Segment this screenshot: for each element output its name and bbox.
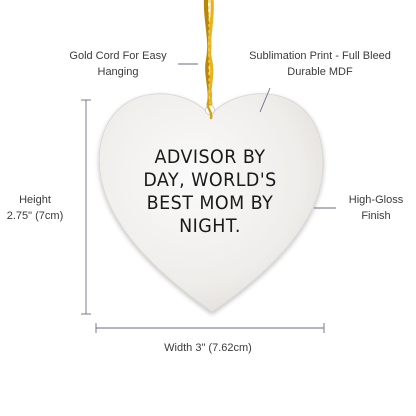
width-annotation: Width 3" (7.62cm): [118, 340, 298, 356]
message-line: DAY, WORLD'S: [143, 169, 277, 191]
heart-ornament: [98, 93, 324, 313]
gold-cord: [203, 0, 214, 107]
annotation-line: Hanging: [97, 66, 139, 78]
height-annotation: Height 2.75" (7cm): [0, 192, 70, 224]
message-line: ADVISOR BY: [154, 146, 266, 168]
annotation-line: Durable MDF: [287, 66, 353, 78]
annotation-line: Height: [19, 194, 51, 206]
annotation-line: Gold Cord For Easy: [69, 50, 167, 62]
annotation-line: Width 3" (7.62cm): [164, 342, 252, 354]
ornament-message: ADVISOR BY DAY, WORLD'S BEST MOM BY NIGH…: [125, 146, 294, 238]
cord-annotation: Gold Cord For Easy Hanging: [58, 48, 178, 80]
dimension-lines: [81, 99, 325, 333]
pointer-lines: [178, 63, 336, 209]
annotation-line: 2.75" (7cm): [6, 210, 64, 222]
print-annotation: Sublimation Print - Full Bleed Durable M…: [238, 48, 402, 80]
annotation-line: Finish: [361, 210, 391, 222]
message-line: NIGHT.: [179, 215, 241, 237]
gloss-annotation: High-Gloss Finish: [336, 192, 416, 224]
annotation-line: High-Gloss: [348, 194, 404, 206]
print-pointer-line: [259, 87, 271, 113]
annotation-line: Sublimation Print - Full Bleed: [249, 50, 391, 62]
message-line: BEST MOM BY: [146, 192, 274, 214]
